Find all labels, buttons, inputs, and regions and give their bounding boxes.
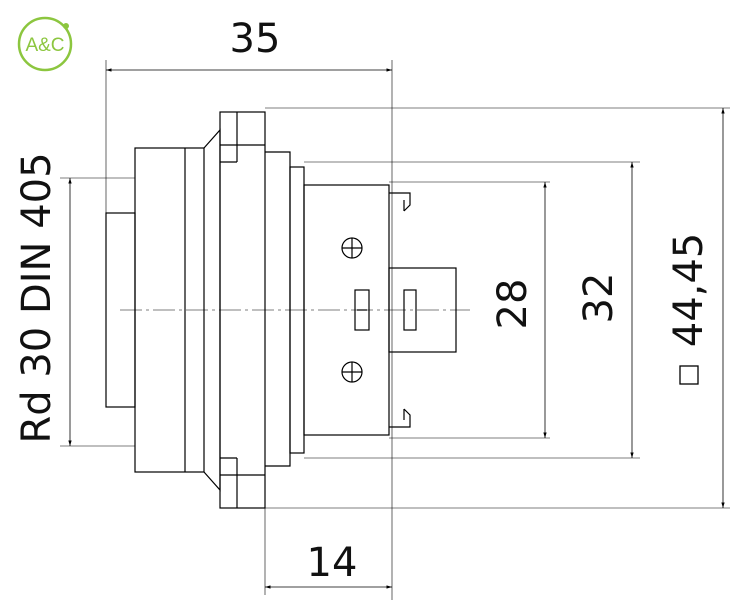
dim-label-28: 28 [490,279,536,330]
dim-label-thread: Rd 30 DIN 405 [14,152,60,443]
brand-logo: A&C [17,16,73,72]
connector-outline [105,111,457,509]
rear-tab [388,267,457,353]
dim-label-14: 14 [307,540,358,586]
dim-label-44-45: 44,45 [666,233,712,348]
coupling-body [134,147,205,473]
logo-text: A&C [25,35,64,56]
logo-dot [63,23,69,29]
square-symbol-icon [679,365,699,385]
flange [219,111,266,509]
dim-label-35: 35 [230,16,281,62]
dimension-lines [68,68,725,589]
dim-label-32: 32 [576,273,622,324]
extension-lines [60,60,730,600]
logo-ring [17,16,73,72]
